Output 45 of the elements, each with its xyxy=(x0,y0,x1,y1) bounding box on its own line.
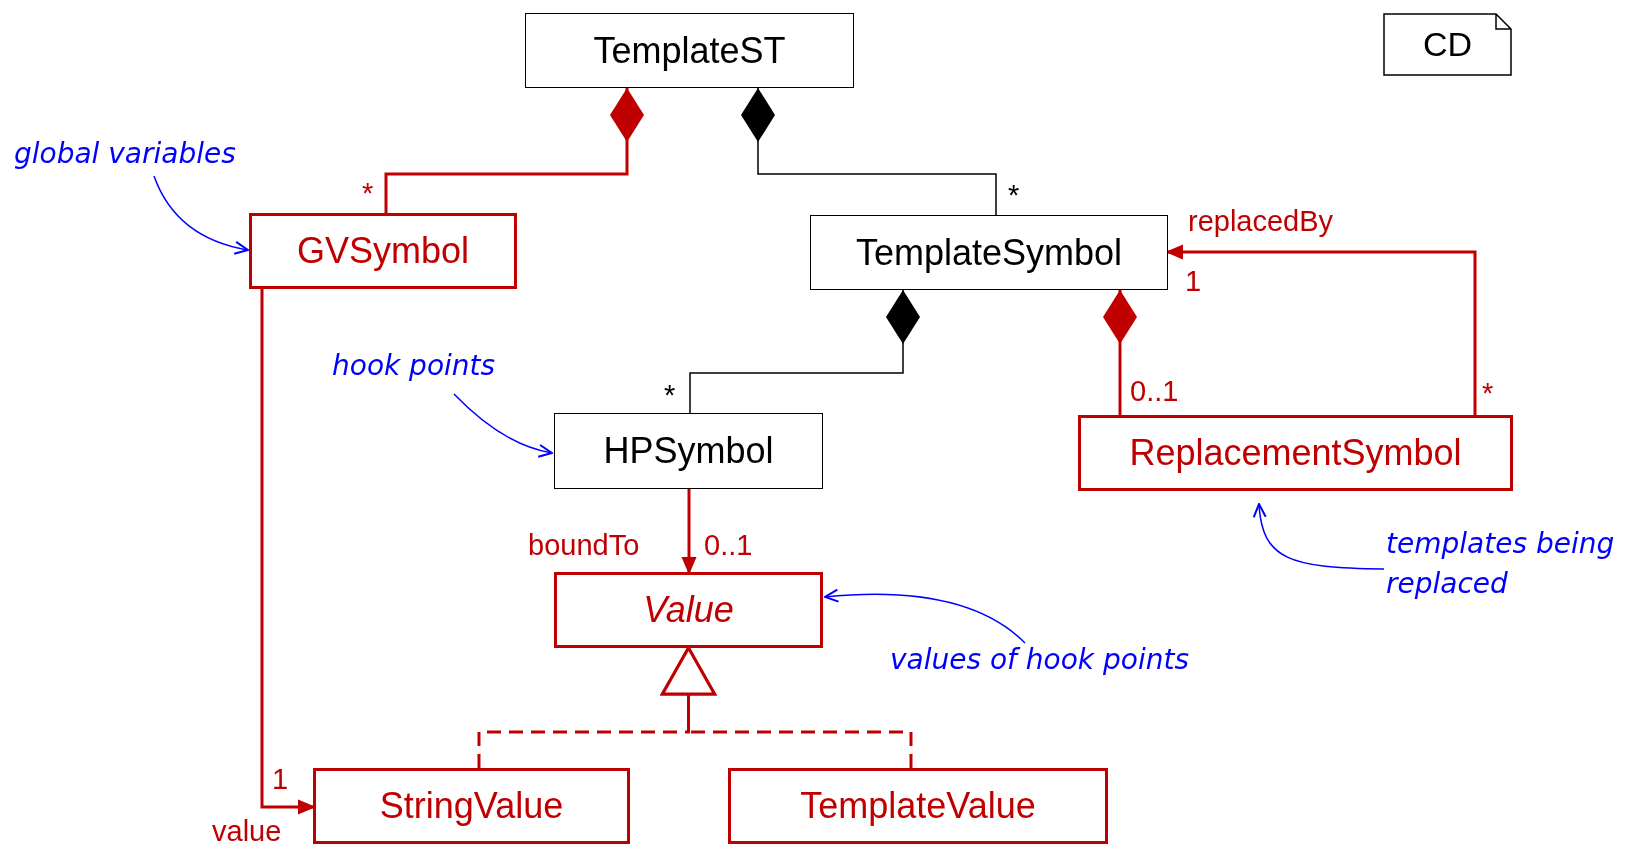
edge-label: boundTo xyxy=(528,528,640,562)
annotation-text: templates being replaced xyxy=(1386,526,1616,602)
arrow xyxy=(453,393,553,458)
class-name: TemplateSymbol xyxy=(855,230,1123,275)
edge-label: * xyxy=(362,176,374,210)
multiplicity-label: 1 xyxy=(272,762,289,796)
multiplicity-label: 0..1 xyxy=(704,528,753,562)
class-box xyxy=(554,413,823,489)
class-box xyxy=(810,215,1168,290)
composition-line xyxy=(741,87,997,216)
multiplicity-label: * xyxy=(1482,376,1494,410)
class-box xyxy=(728,768,1108,844)
class-box xyxy=(249,213,517,289)
realization-arrow xyxy=(661,646,913,768)
composition-line xyxy=(384,88,644,213)
class-name: GVSymbol xyxy=(296,229,470,273)
composition-line xyxy=(689,289,920,414)
composition-line xyxy=(1103,290,1137,415)
arrow xyxy=(153,175,249,255)
edge-label: 0..1 xyxy=(1130,374,1179,408)
edge-label: * xyxy=(664,378,676,412)
arrow xyxy=(1167,245,1477,415)
class-name: StringValue xyxy=(379,784,564,828)
class-box xyxy=(313,768,630,844)
arrow xyxy=(1253,503,1385,570)
annotation-text: values of hook points xyxy=(890,642,1189,678)
class-name: TemplateValue xyxy=(800,784,1036,828)
class-box xyxy=(554,572,823,648)
class-name: Value xyxy=(643,588,734,632)
note-box xyxy=(1383,13,1512,76)
annotation-text: hook points xyxy=(332,348,496,384)
arrow xyxy=(260,289,314,814)
class-name: HPSymbol xyxy=(603,429,774,473)
edge-label: value xyxy=(212,814,282,848)
class-box xyxy=(1078,415,1513,491)
edge-label: * xyxy=(1008,178,1020,212)
diagram-tag: CD xyxy=(1422,19,1473,70)
class-box xyxy=(525,13,854,88)
annotation-text: global variables xyxy=(14,136,236,172)
class-name: TemplateST xyxy=(593,28,786,73)
multiplicity-label: 1 xyxy=(1185,264,1202,298)
arrow xyxy=(824,589,1026,644)
edge-label: replacedBy xyxy=(1188,204,1334,238)
class-name: ReplacementSymbol xyxy=(1129,431,1462,475)
arrow xyxy=(682,489,696,573)
